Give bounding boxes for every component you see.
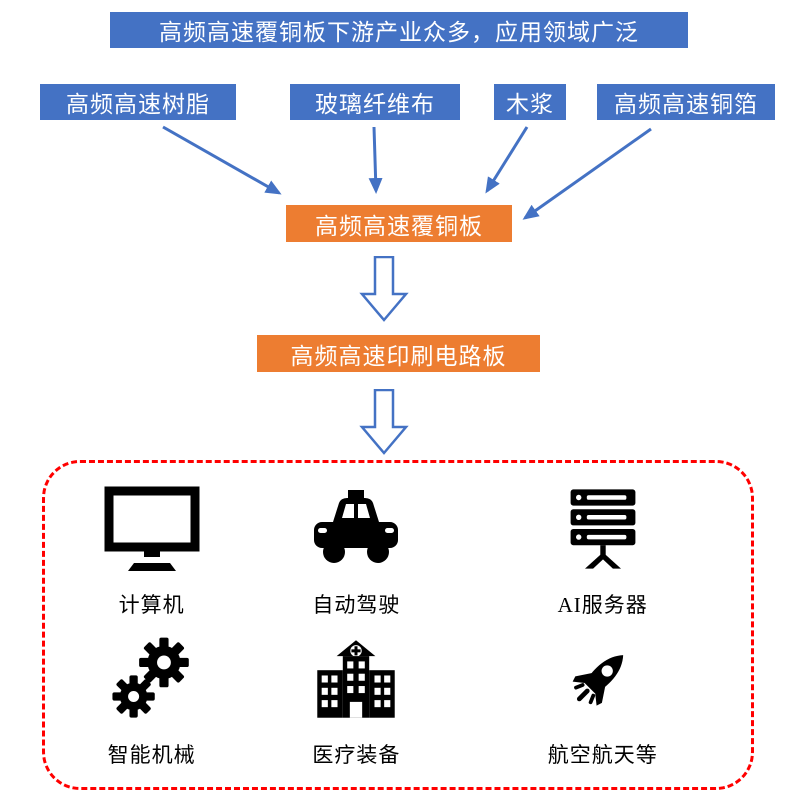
hospital-icon: [312, 632, 400, 727]
application-computer: 计算机: [51, 475, 252, 625]
pcb-box: 高频高速印刷电路板: [257, 335, 540, 372]
server-rack-icon: [558, 482, 648, 577]
flow-arrow-copper-foil: [522, 127, 652, 220]
flow-arrow-resin: [162, 125, 282, 195]
application-autonomous-driving: 自动驾驶: [252, 475, 460, 625]
application-medical-equipment: 医疗装备: [252, 625, 460, 775]
application-label: 计算机: [118, 592, 185, 617]
diagram-title: 高频高速覆铜板下游产业众多，应用领域广泛: [110, 12, 688, 48]
ccl-box: 高频高速覆铜板: [286, 205, 512, 242]
input-box-fiberglass: 玻璃纤维布: [290, 84, 460, 120]
gears-icon: [106, 632, 198, 727]
application-label: 智能机械: [107, 742, 196, 767]
input-box-wood-pulp: 木浆: [494, 84, 566, 120]
application-label: 航空航天等: [547, 742, 658, 767]
down-block-arrow-2: [359, 389, 409, 455]
application-aerospace: 航空航天等: [460, 625, 745, 775]
input-box-resin: 高频高速树脂: [40, 84, 236, 120]
taxi-icon: [306, 482, 406, 577]
application-label: AI服务器: [557, 592, 648, 617]
application-ai-server: AI服务器: [460, 475, 745, 625]
application-label: 医疗装备: [312, 742, 401, 767]
applications-panel: 计算机 自动驾驶: [42, 460, 754, 790]
input-box-copper-foil: 高频高速铜箔: [597, 84, 775, 120]
flow-arrow-fiberglass: [368, 126, 383, 194]
down-block-arrow-1: [359, 256, 409, 322]
flow-arrow-wood-pulp: [485, 126, 529, 194]
rocket-icon: [556, 632, 650, 727]
monitor-icon: [104, 482, 200, 577]
application-label: 自动驾驶: [312, 592, 401, 617]
application-smart-machinery: 智能机械: [51, 625, 252, 775]
